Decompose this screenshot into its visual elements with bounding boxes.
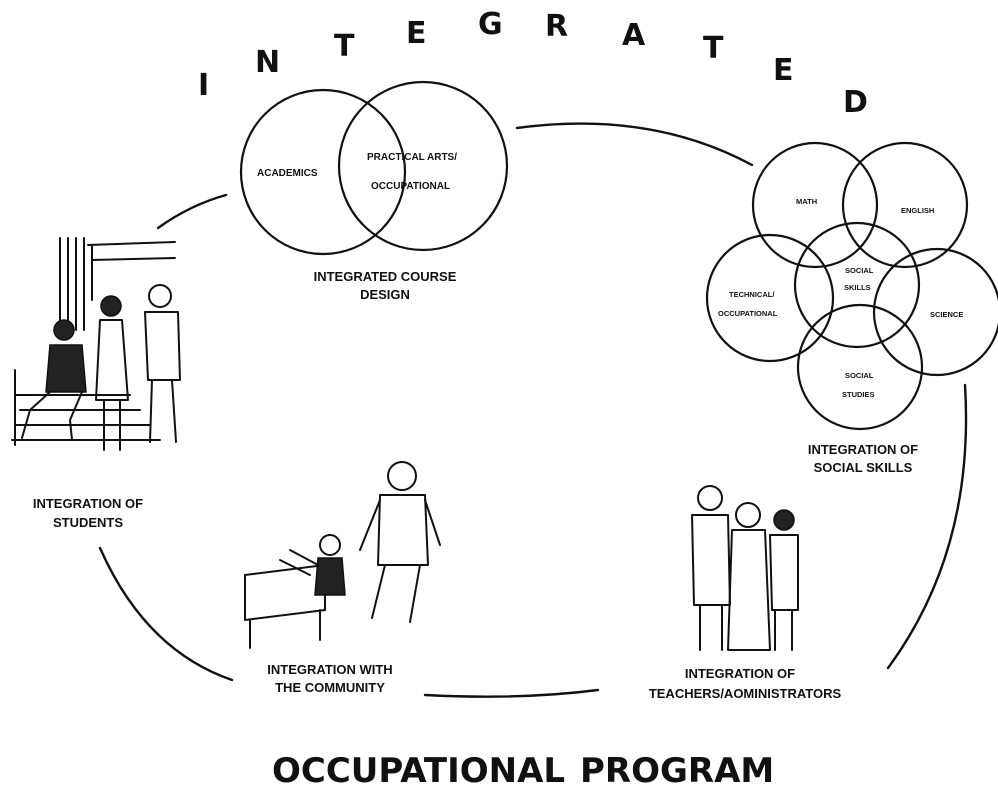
steps-icon (11, 369, 161, 446)
community-illustration: INTEGRATION WITH THE COMMUNITY (244, 461, 441, 695)
footer-title: OCCUPATIONAL PROGRAM (272, 751, 774, 791)
header-letter: T (334, 29, 355, 64)
students-caption: INTEGRATION OF (33, 496, 143, 511)
teacher-figure-icon (691, 514, 731, 651)
cycle-connectors (98, 122, 968, 698)
header-letters: I N T E G R A T E D (198, 7, 868, 120)
header-letter: E (773, 53, 794, 88)
social-skills-caption: INTEGRATION OF (808, 442, 918, 457)
academics-circle (239, 88, 407, 256)
students-caption: STUDENTS (53, 515, 123, 530)
community-caption: INTEGRATION WITH (267, 662, 392, 677)
social-skills-venn: MATH ENGLISH TECHNICAL/ OCCUPATIONAL SOC… (705, 141, 998, 475)
header-letter: I (198, 68, 209, 103)
student-legs-icon (103, 399, 121, 451)
footer-word: PROGRAM (580, 751, 774, 791)
course-design-caption: INTEGRATED COURSE (314, 269, 457, 284)
technical-label: OCCUPATIONAL (718, 309, 778, 318)
teachers-caption: TEACHERS/AOMINISTRATORS (649, 686, 842, 701)
social-studies-circle (796, 303, 924, 431)
header-letter: T (703, 31, 724, 66)
academics-label: ACADEMICS (257, 168, 318, 179)
student-legs-icon (21, 391, 83, 441)
header-letter: D (843, 85, 868, 120)
administrator-head-icon (773, 509, 795, 531)
community-caption: THE COMMUNITY (275, 680, 385, 695)
practical-arts-label: PRACTICAL ARTS/ (367, 152, 457, 163)
student-body-icon (45, 344, 87, 393)
occupational-label: OCCUPATIONAL (371, 181, 450, 192)
header-letter: R (545, 9, 568, 44)
english-circle (841, 141, 969, 269)
header-letter: N (255, 45, 280, 80)
connector-bottom (423, 688, 600, 698)
social-studies-label: SOCIAL (845, 371, 874, 380)
mechanic-limbs-icon (359, 499, 441, 623)
building-sign-icon (87, 241, 176, 301)
mechanic-head-icon (387, 461, 417, 491)
worker-body-icon (314, 557, 346, 596)
social-skills-label: SOCIAL (845, 266, 874, 275)
social-skills-caption: SOCIAL SKILLS (814, 460, 913, 475)
header-letter: G (478, 7, 503, 42)
science-label: SCIENCE (930, 310, 963, 319)
science-circle (872, 247, 998, 377)
teachers-caption: INTEGRATION OF (685, 666, 795, 681)
practical-arts-circle (337, 80, 509, 252)
teachers-illustration: INTEGRATION OF TEACHERS/AOMINISTRATORS (649, 485, 842, 701)
student-head-icon (100, 295, 122, 317)
mechanic-body-icon (377, 494, 429, 566)
columns-icon (59, 237, 85, 331)
teacher-head-icon (697, 485, 723, 511)
course-design-venn: ACADEMICS PRACTICAL ARTS/ OCCUPATIONAL I… (239, 80, 509, 302)
teacher-figure-icon (727, 529, 771, 651)
english-label: ENGLISH (901, 206, 934, 215)
social-studies-label: STUDIES (842, 390, 875, 399)
student-head-icon (53, 319, 75, 341)
footer-word: OCCUPATIONAL (272, 751, 565, 791)
header-letter: A (622, 18, 646, 53)
student-body-icon (144, 311, 181, 381)
desk-icon (244, 564, 326, 649)
worker-arms-icon (279, 549, 319, 576)
math-circle (751, 141, 879, 269)
student-legs-icon (149, 379, 177, 443)
administrator-figure-icon (769, 534, 799, 651)
students-illustration: INTEGRATION OF STUDENTS (11, 237, 181, 530)
technical-circle (705, 233, 835, 363)
social-skills-label: SKILLS (844, 283, 871, 292)
student-body-icon (95, 319, 129, 401)
teacher-head-icon (735, 502, 761, 528)
connector-top (515, 122, 754, 167)
course-design-caption: DESIGN (360, 287, 410, 302)
worker-head-icon (319, 534, 341, 556)
technical-label: TECHNICAL/ (729, 290, 775, 299)
connector-left-bottom (98, 546, 234, 682)
social-skills-circle (793, 221, 921, 349)
header-letter: E (406, 16, 427, 51)
connector-left-top (156, 193, 228, 230)
math-label: MATH (796, 197, 817, 206)
connector-right (886, 383, 968, 670)
student-head-icon (148, 284, 172, 308)
